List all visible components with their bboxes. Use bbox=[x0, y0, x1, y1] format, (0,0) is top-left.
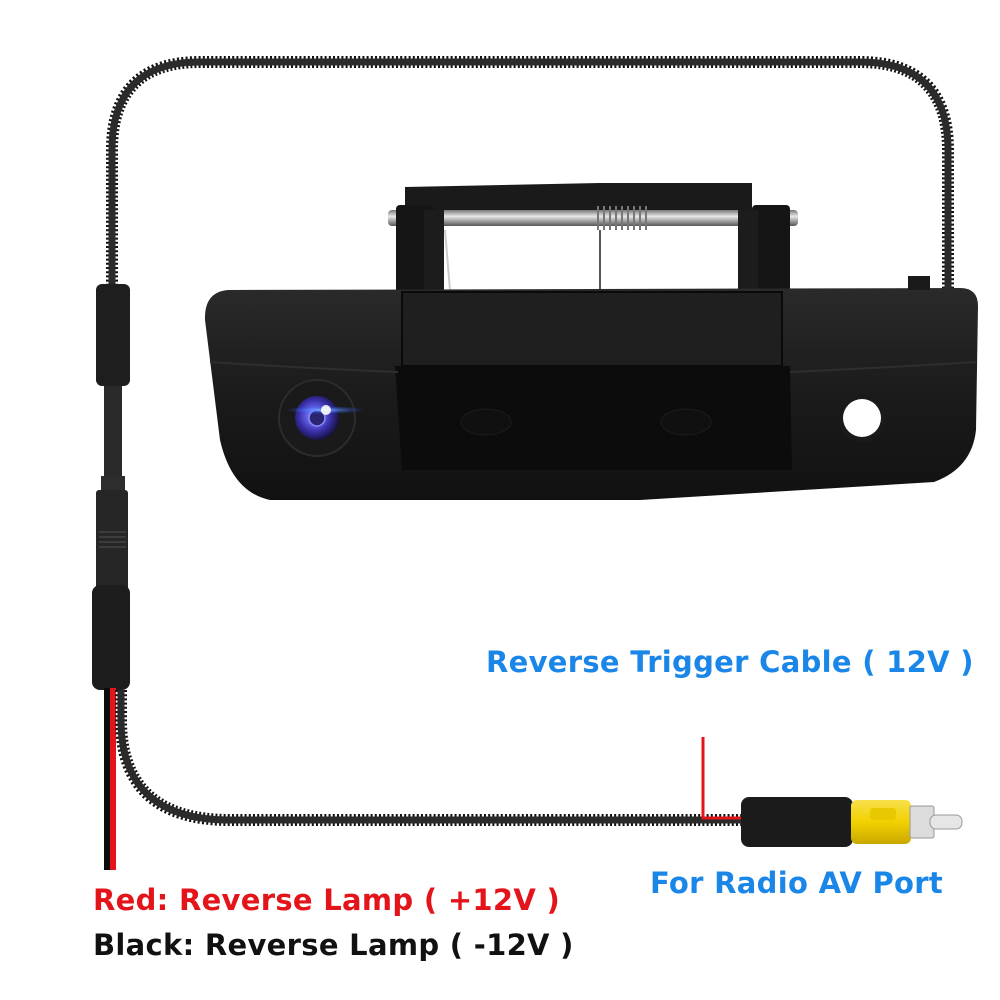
camera-lens bbox=[278, 379, 365, 457]
trigger-wire bbox=[701, 737, 745, 820]
spring-hinge bbox=[388, 183, 798, 300]
power-wires bbox=[104, 688, 116, 870]
left-cable-assembly bbox=[92, 284, 130, 690]
rca-connector bbox=[741, 797, 963, 847]
key-hole bbox=[838, 394, 886, 442]
corrugated-cable-bottom bbox=[115, 690, 750, 826]
red-wire-label: Red: Reverse Lamp ( +12V ) bbox=[93, 883, 561, 917]
tailgate-handle bbox=[204, 276, 978, 500]
reverse-trigger-cable-label: Reverse Trigger Cable ( 12V ) bbox=[486, 645, 974, 679]
corrugated-cable-top bbox=[106, 56, 954, 290]
black-wire-label: Black: Reverse Lamp ( -12V ) bbox=[93, 928, 574, 962]
radio-av-port-label: For Radio AV Port bbox=[650, 866, 944, 900]
